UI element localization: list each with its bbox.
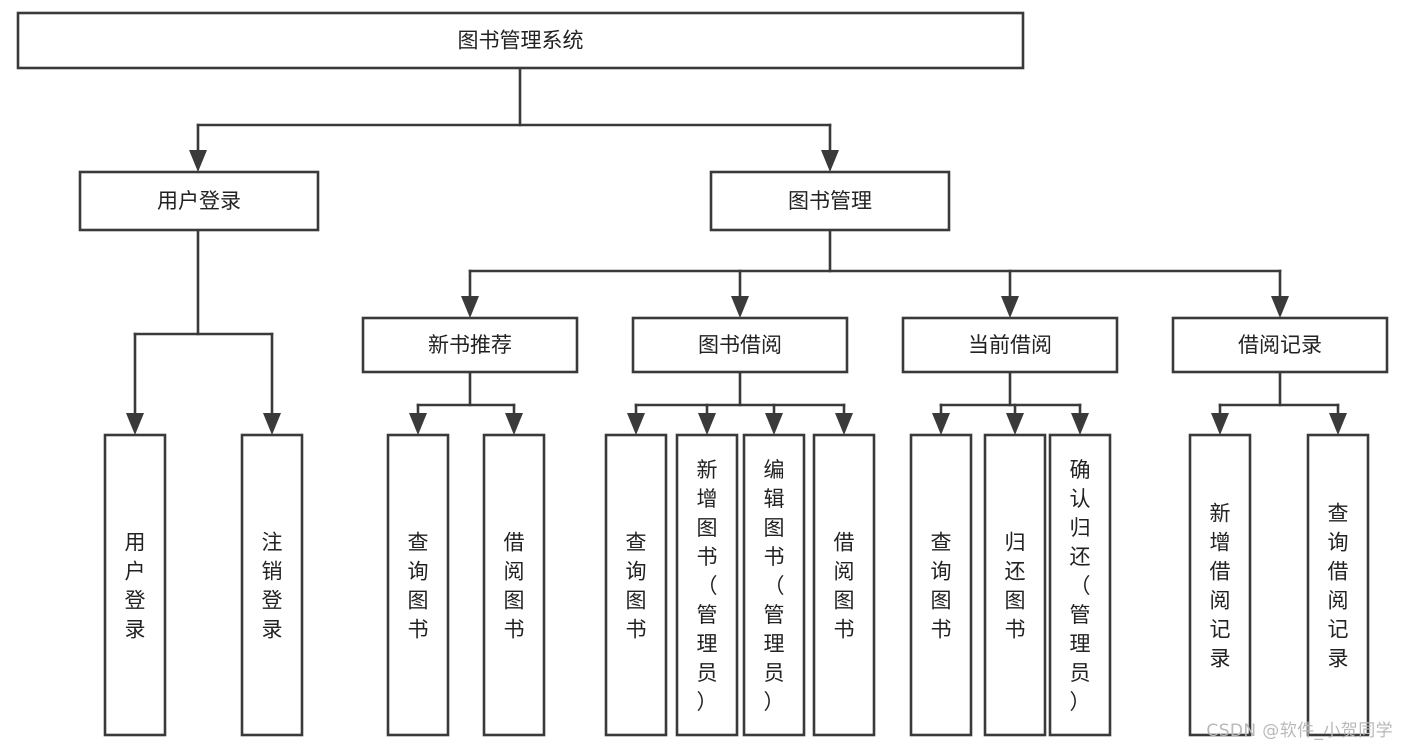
node-new-book-recommend[interactable]: 新书推荐: [361, 316, 579, 374]
arrow-head-icon: [189, 150, 207, 172]
arrow-head-icon: [1001, 296, 1019, 318]
node-label: 借阅记录: [1238, 333, 1322, 357]
arrow-head-icon: [1071, 413, 1089, 435]
node-user-login[interactable]: 用户登录: [78, 170, 320, 232]
leaf-leaf-edit-book[interactable]: 编辑图书（管理员）: [742, 433, 806, 737]
node-box[interactable]: [482, 433, 546, 737]
arrow-head-icon: [263, 413, 281, 435]
leaf-leaf-confirm-return[interactable]: 确认归还（管理员）: [1048, 433, 1112, 737]
arrow-head-icon: [461, 296, 479, 318]
node-box[interactable]: [1171, 316, 1389, 374]
arrow-head-icon: [1211, 413, 1229, 435]
node-label: 借阅图书: [834, 531, 855, 642]
node-box[interactable]: [901, 316, 1119, 374]
node-book-borrow[interactable]: 图书借阅: [631, 316, 849, 374]
node-box[interactable]: [240, 433, 304, 737]
node-label: 新增图书（管理员）: [697, 458, 718, 714]
node-box[interactable]: [78, 170, 320, 232]
connector-root-to-level1: [189, 66, 839, 172]
connector-book-management-to-level2: [461, 228, 1289, 318]
arrow-head-icon: [698, 413, 716, 435]
leaf-leaf-add-book[interactable]: 新增图书（管理员）: [675, 433, 739, 737]
node-label: 用户登录: [125, 531, 146, 642]
node-box[interactable]: [675, 433, 739, 737]
node-box[interactable]: [1048, 433, 1112, 737]
node-label: 查询借阅记录: [1328, 502, 1349, 671]
node-box[interactable]: [103, 433, 167, 737]
arrow-head-icon: [835, 413, 853, 435]
arrow-head-icon: [1271, 296, 1289, 318]
node-box[interactable]: [361, 316, 579, 374]
leaf-leaf-query-record[interactable]: 查询借阅记录: [1306, 433, 1370, 737]
arrow-head-icon: [1329, 413, 1347, 435]
arrow-head-icon: [821, 150, 839, 172]
node-current-borrow[interactable]: 当前借阅: [901, 316, 1119, 374]
connector-borrow-records-to-leaves: [1211, 370, 1347, 435]
node-label: 图书借阅: [698, 333, 782, 357]
arrow-head-icon: [1006, 413, 1024, 435]
leaf-leaf-query-book-2[interactable]: 查询图书: [604, 433, 668, 737]
node-label: 当前借阅: [968, 333, 1052, 357]
node-box[interactable]: [386, 433, 450, 737]
node-label: 图书管理: [788, 189, 872, 213]
node-label: 新书推荐: [428, 333, 512, 357]
node-box[interactable]: [909, 433, 973, 737]
connector-new-book-to-leaves: [409, 370, 523, 435]
csdn-watermark: CSDN @软件_小贺同学: [1206, 721, 1393, 741]
arrow-head-icon: [627, 413, 645, 435]
leaf-leaf-borrow-book-2[interactable]: 借阅图书: [812, 433, 876, 737]
arrow-head-icon: [765, 413, 783, 435]
leaf-leaf-borrow-book-1[interactable]: 借阅图书: [482, 433, 546, 737]
node-label: 借阅图书: [504, 531, 525, 642]
node-box[interactable]: [812, 433, 876, 737]
connector-user-login-to-leaves: [126, 228, 281, 435]
arrow-head-icon: [932, 413, 950, 435]
node-label: 用户登录: [157, 189, 241, 213]
node-label: 查询图书: [931, 531, 952, 642]
connector-layer: [126, 66, 1347, 435]
node-box[interactable]: [983, 433, 1047, 737]
node-label: 确认归还（管理员）: [1070, 458, 1091, 714]
connector-current-borrow-to-leaves: [932, 370, 1089, 435]
node-label: 查询图书: [408, 531, 429, 642]
node-box[interactable]: [16, 11, 1025, 70]
node-book-management[interactable]: 图书管理: [709, 170, 951, 232]
node-box[interactable]: [742, 433, 806, 737]
node-borrow-records[interactable]: 借阅记录: [1171, 316, 1389, 374]
node-label: 图书管理系统: [458, 29, 584, 53]
node-layer: 图书管理系统用户登录图书管理新书推荐图书借阅当前借阅借阅记录用户登录注销登录查询…: [16, 11, 1389, 737]
arrow-head-icon: [505, 413, 523, 435]
node-box[interactable]: [1306, 433, 1370, 737]
node-label: 新增借阅记录: [1210, 502, 1231, 671]
arrow-head-icon: [731, 296, 749, 318]
node-box[interactable]: [1188, 433, 1252, 737]
node-label: 注销登录: [262, 531, 283, 642]
leaf-leaf-query-book-3[interactable]: 查询图书: [909, 433, 973, 737]
leaf-leaf-query-book-1[interactable]: 查询图书: [386, 433, 450, 737]
node-box[interactable]: [631, 316, 849, 374]
leaf-leaf-add-record[interactable]: 新增借阅记录: [1188, 433, 1252, 737]
leaf-leaf-logout[interactable]: 注销登录: [240, 433, 304, 737]
node-label: 查询图书: [626, 531, 647, 642]
arrow-head-icon: [409, 413, 427, 435]
node-label: 归还图书: [1005, 531, 1026, 642]
node-root[interactable]: 图书管理系统: [16, 11, 1025, 70]
leaf-leaf-user-login[interactable]: 用户登录: [103, 433, 167, 737]
connector-book-borrow-to-leaves: [627, 370, 853, 435]
arrow-head-icon: [126, 413, 144, 435]
node-box[interactable]: [604, 433, 668, 737]
node-box[interactable]: [709, 170, 951, 232]
node-label: 编辑图书（管理员）: [764, 458, 785, 714]
leaf-leaf-return-book[interactable]: 归还图书: [983, 433, 1047, 737]
